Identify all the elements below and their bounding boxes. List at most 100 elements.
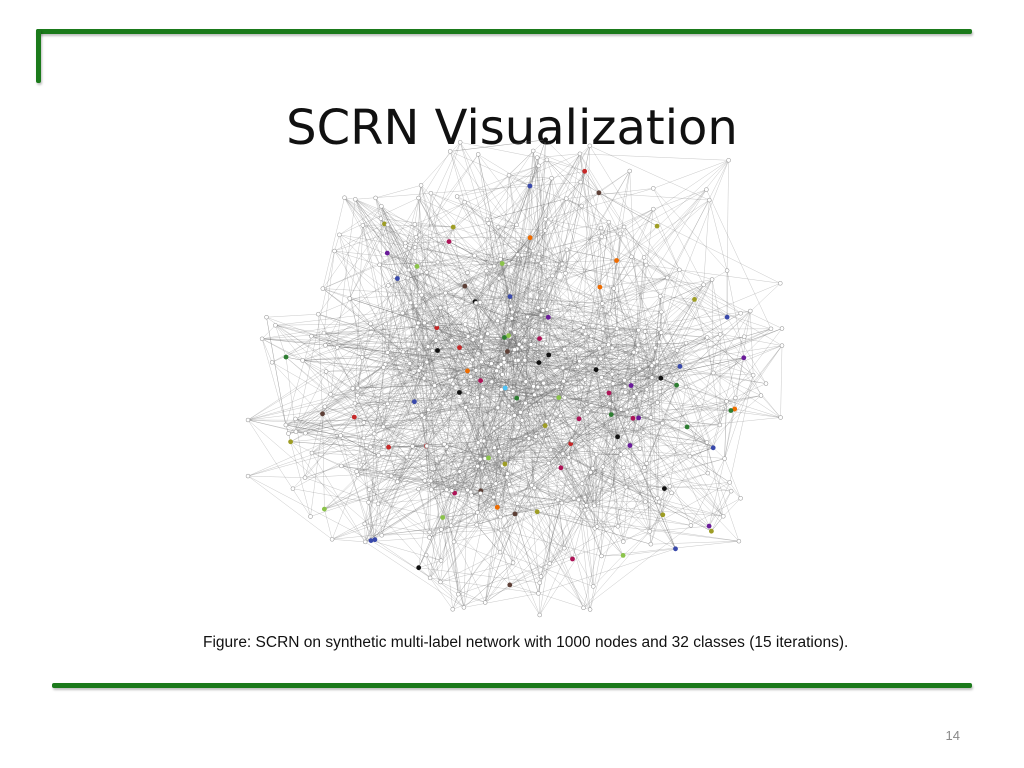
network-node <box>779 326 785 331</box>
network-node <box>618 407 624 412</box>
network-node <box>611 286 617 291</box>
network-node <box>709 277 715 282</box>
network-node <box>591 584 596 589</box>
network-node <box>600 326 606 332</box>
network-node <box>509 309 515 315</box>
network-node <box>617 355 622 361</box>
network-node <box>496 276 502 281</box>
network-node <box>479 465 485 471</box>
network-node <box>352 401 358 406</box>
network-node <box>404 454 410 460</box>
network-node <box>539 260 544 266</box>
network-node <box>386 283 391 288</box>
edge-mesh <box>247 139 783 616</box>
network-node <box>529 483 534 488</box>
network-node <box>748 308 753 314</box>
network-node <box>597 346 602 351</box>
network-node <box>506 403 512 409</box>
network-node <box>728 408 734 413</box>
network-node <box>622 378 627 383</box>
network-node <box>692 297 697 302</box>
network-node <box>512 413 517 418</box>
network-node <box>649 375 655 380</box>
network-node <box>677 364 683 369</box>
network-node <box>413 303 419 309</box>
network-node <box>385 222 391 228</box>
network-node <box>470 337 476 342</box>
network-node <box>515 501 520 506</box>
network-node <box>523 379 529 384</box>
network-node <box>451 539 457 545</box>
network-node <box>539 286 545 291</box>
network-node <box>424 359 430 365</box>
network-node <box>721 514 726 519</box>
network-node <box>648 541 654 547</box>
network-node <box>506 172 512 178</box>
network-node <box>656 326 662 332</box>
network-node <box>525 314 530 320</box>
network-node <box>684 424 690 430</box>
network-node <box>473 300 479 306</box>
network-node <box>507 582 513 588</box>
network-node <box>667 484 673 489</box>
network-node <box>596 190 602 196</box>
network-node <box>627 443 633 448</box>
network-node <box>355 385 360 391</box>
network-node <box>543 216 548 222</box>
network-node <box>527 235 533 241</box>
network-node <box>499 387 504 392</box>
network-node <box>704 440 710 445</box>
network-node <box>558 413 563 419</box>
network-node <box>290 486 296 491</box>
network-node <box>550 273 555 279</box>
network-node <box>763 381 769 386</box>
network-node <box>414 264 420 269</box>
network-node <box>637 366 642 372</box>
network-node <box>717 332 723 337</box>
network-node <box>434 325 440 331</box>
network-node <box>484 268 489 274</box>
network-node <box>677 267 682 273</box>
network-node <box>286 431 291 436</box>
network-node <box>618 452 624 457</box>
network-node <box>587 143 593 149</box>
network-node <box>347 296 352 301</box>
network-node <box>328 392 333 397</box>
network-node <box>470 357 475 363</box>
network-node <box>615 434 620 440</box>
network-node <box>655 400 660 405</box>
network-node <box>353 197 358 202</box>
network-node <box>245 417 251 423</box>
network-node <box>537 336 542 341</box>
network-node <box>497 549 503 555</box>
network-node <box>559 261 565 267</box>
network-node <box>320 411 325 417</box>
network-node <box>475 152 481 157</box>
network-node <box>494 368 499 374</box>
network-node <box>533 434 539 439</box>
network-node <box>407 361 412 366</box>
network-node <box>654 223 660 229</box>
network-node <box>683 340 689 346</box>
network-node <box>534 155 540 160</box>
network-node <box>566 455 572 460</box>
network-node <box>419 413 425 418</box>
network-node <box>461 379 467 384</box>
network-node <box>408 300 413 306</box>
network-node <box>359 355 365 360</box>
network-node <box>778 415 783 420</box>
network-node <box>617 231 623 237</box>
network-nodes <box>245 137 785 618</box>
network-node <box>657 389 663 395</box>
network-node <box>598 225 604 231</box>
network-node <box>527 183 533 189</box>
network-node <box>717 422 723 428</box>
network-node <box>549 175 554 181</box>
network-node <box>457 140 463 145</box>
network-node <box>462 283 468 289</box>
network-node <box>609 371 615 377</box>
network-node <box>606 219 612 225</box>
network-node <box>575 364 580 370</box>
network-node <box>768 326 774 332</box>
network-node <box>564 196 569 201</box>
